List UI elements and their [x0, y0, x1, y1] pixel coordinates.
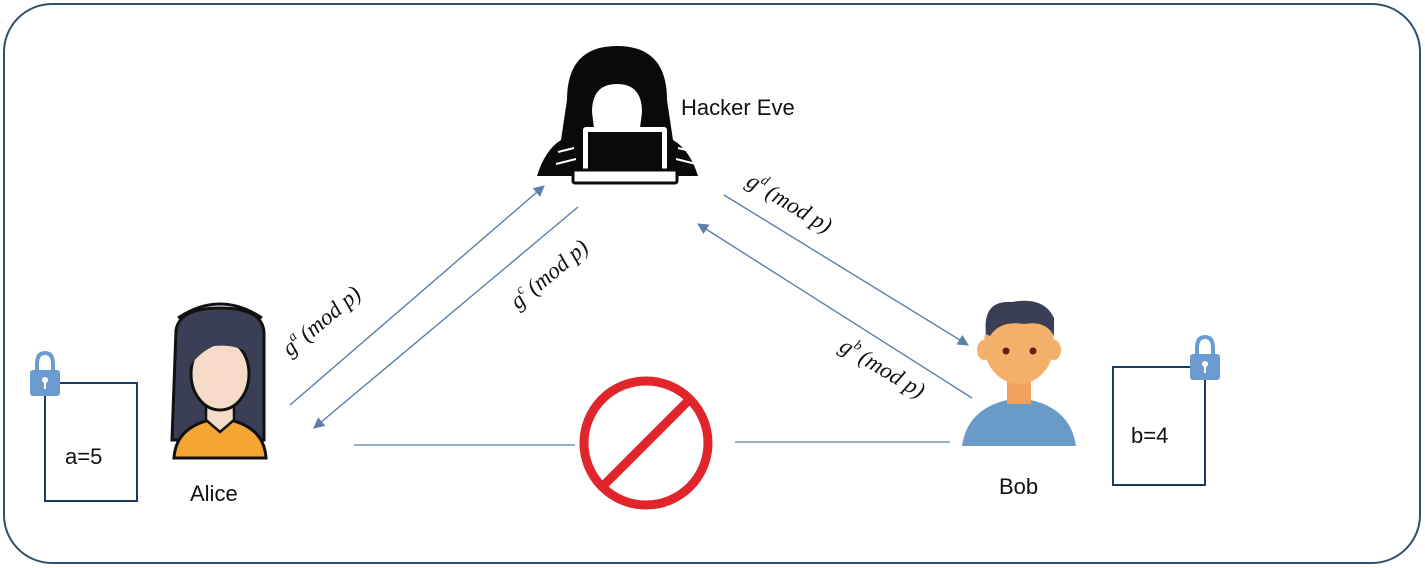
prohibition-icon	[579, 376, 713, 510]
label-alice-to-eve-mod: (mod p)	[294, 281, 365, 347]
bob-secret-value: b=4	[1131, 423, 1168, 448]
arrow-eve-to-bob	[723, 194, 969, 346]
alice-secret-box	[44, 382, 138, 502]
label-bob-to-eve: gb(mod p)	[835, 332, 930, 403]
woman-avatar-icon	[170, 302, 268, 460]
man-avatar-icon	[962, 300, 1076, 446]
arrow-alice-to-eve	[289, 185, 545, 406]
label-eve-to-alice: gc(mod p)	[505, 234, 594, 314]
padlock-icon	[1190, 334, 1220, 380]
label-alice-to-eve: ga(mod p)	[277, 280, 366, 361]
arrow-bob-to-eve	[697, 223, 973, 399]
label-bob-to-eve-mod: (mod p)	[855, 344, 930, 403]
label-eve-to-bob-mod: (mod p)	[762, 179, 837, 238]
arrow-eve-to-alice	[313, 206, 579, 429]
hooded-hacker-icon	[537, 46, 698, 185]
diagram-frame	[3, 3, 1421, 564]
label-eve-to-alice-mod: (mod p)	[522, 234, 593, 300]
padlock-icon	[30, 350, 60, 396]
alice-label: Alice	[190, 481, 238, 506]
bob-secret-box	[1112, 366, 1206, 486]
alice-secret-value: a=5	[65, 444, 102, 469]
bob-label: Bob	[999, 474, 1038, 499]
eve-label: Hacker Eve	[681, 95, 795, 120]
label-eve-to-bob: gd(mod p)	[742, 167, 837, 238]
